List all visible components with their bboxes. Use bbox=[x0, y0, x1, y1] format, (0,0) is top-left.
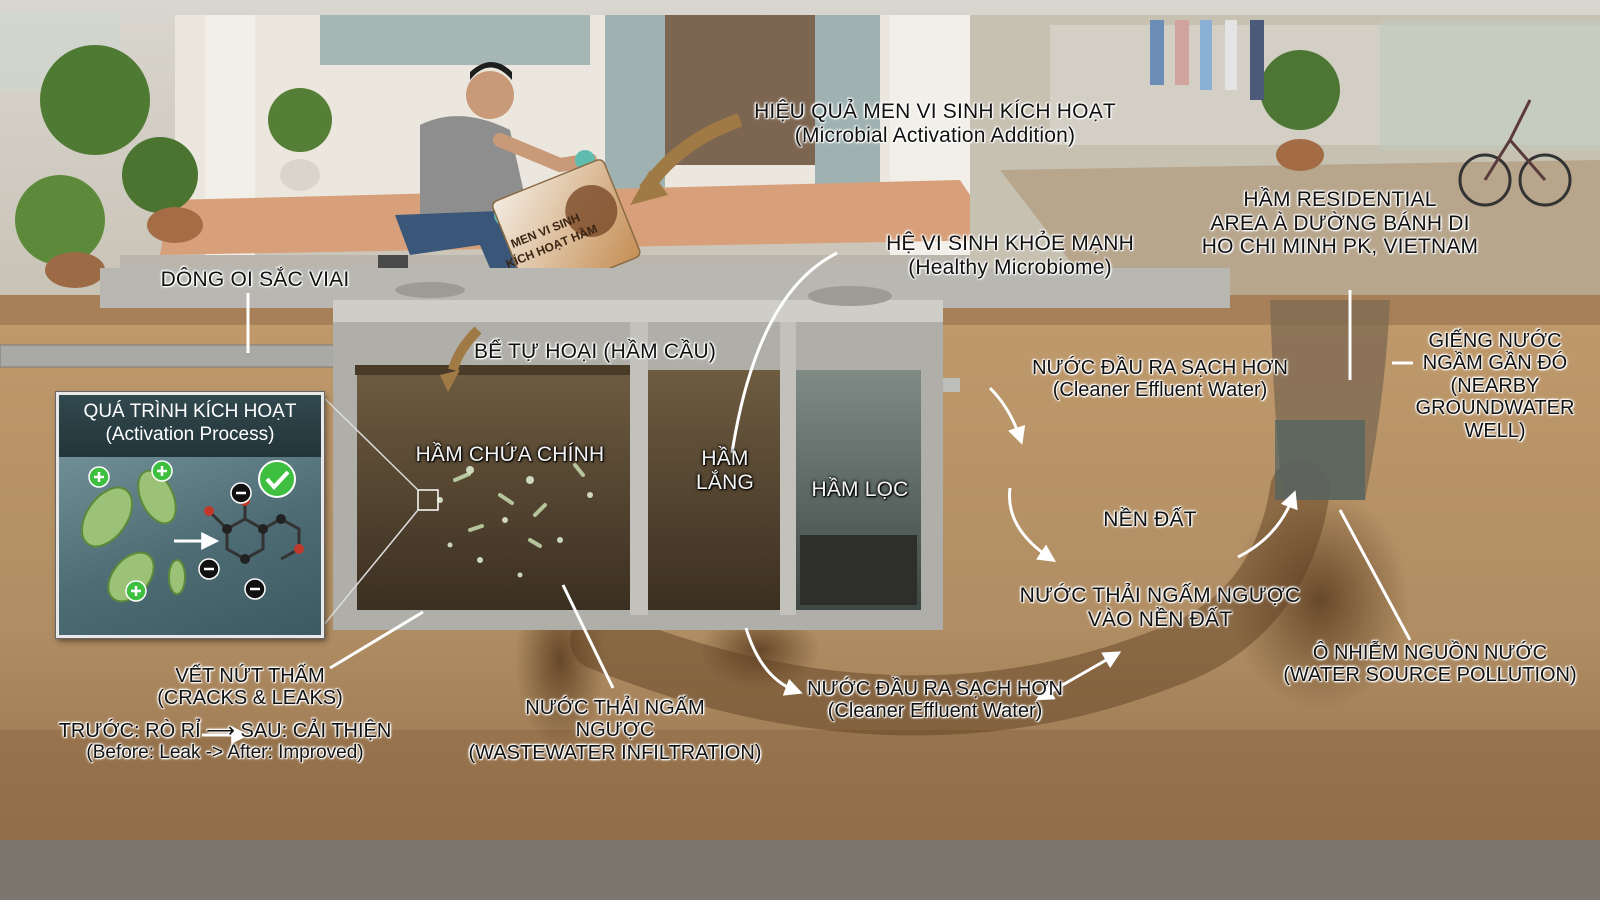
minus-icon bbox=[199, 483, 301, 599]
cleaner-effluent-bottom-label: NƯỚC ĐẦU RA SẠCH HƠN (Cleaner Effluent W… bbox=[795, 678, 1075, 723]
inset-title-vi: QUÁ TRÌNH KÍCH HOẠT bbox=[59, 401, 321, 424]
before-after-label: TRƯỚC: RÒ RỈ ⟶ SAU: CẢI THIỆN (Before: L… bbox=[40, 720, 410, 764]
activation-process-inset: QUÁ TRÌNH KÍCH HOẠT (Activation Process) bbox=[56, 392, 324, 638]
filter-chamber-label: HẦM LỌC bbox=[800, 478, 920, 502]
inset-header: QUÁ TRÌNH KÍCH HOẠT (Activation Process) bbox=[59, 395, 321, 457]
checkmark-icon bbox=[259, 461, 295, 497]
groundwater-well-label: GIẾNG NƯỚC NGẦM GẦN ĐÓ (NEARBY GROUNDWAT… bbox=[1405, 330, 1585, 442]
main-chamber-label: HẦM CHỨA CHÍNH bbox=[400, 443, 620, 467]
cracks-leaks-label: VẾT NỨT THẤM (CRACKS & LEAKS) bbox=[125, 665, 375, 710]
settling-chamber-label: HẦM LẮNG bbox=[680, 447, 770, 494]
healthy-microbiome-label: HỆ VI SINH KHỎE MẠNH (Healthy Microbiome… bbox=[860, 232, 1160, 279]
wastewater-infiltration-label: NƯỚC THẢI NGẤM NGƯỢC (WASTEWATER INFILTR… bbox=[455, 697, 775, 764]
microbial-addition-label: HIỆU QUẢ MEN VI SINH KÍCH HOẠT (Microbia… bbox=[735, 100, 1135, 147]
soil-base-label: NỀN ĐẤT bbox=[1075, 508, 1225, 532]
inset-title-en: (Activation Process) bbox=[59, 424, 321, 447]
wastewater-seep-soil-label: NƯỚC THẢI NGẤM NGƯỢC VÀO NỀN ĐẤT bbox=[1010, 584, 1310, 631]
septic-tank-label: BỂ TỰ HOẠI (HẦM CẦU) bbox=[465, 340, 725, 364]
water-pollution-label: Ô NHIỄM NGUỒN NƯỚC (WATER SOURCE POLLUTI… bbox=[1275, 642, 1585, 687]
cleaner-effluent-top-label: NƯỚC ĐẦU RA SẠCH HƠN (Cleaner Effluent W… bbox=[1020, 357, 1300, 402]
inset-illustration bbox=[59, 457, 321, 635]
residential-area-label: HẦM RESIDENTIAL AREA À DƯỜNG BÁNH DI HO … bbox=[1190, 188, 1490, 259]
inflow-pipe-label: DÔNG OI SẮC VIAI bbox=[155, 268, 355, 292]
